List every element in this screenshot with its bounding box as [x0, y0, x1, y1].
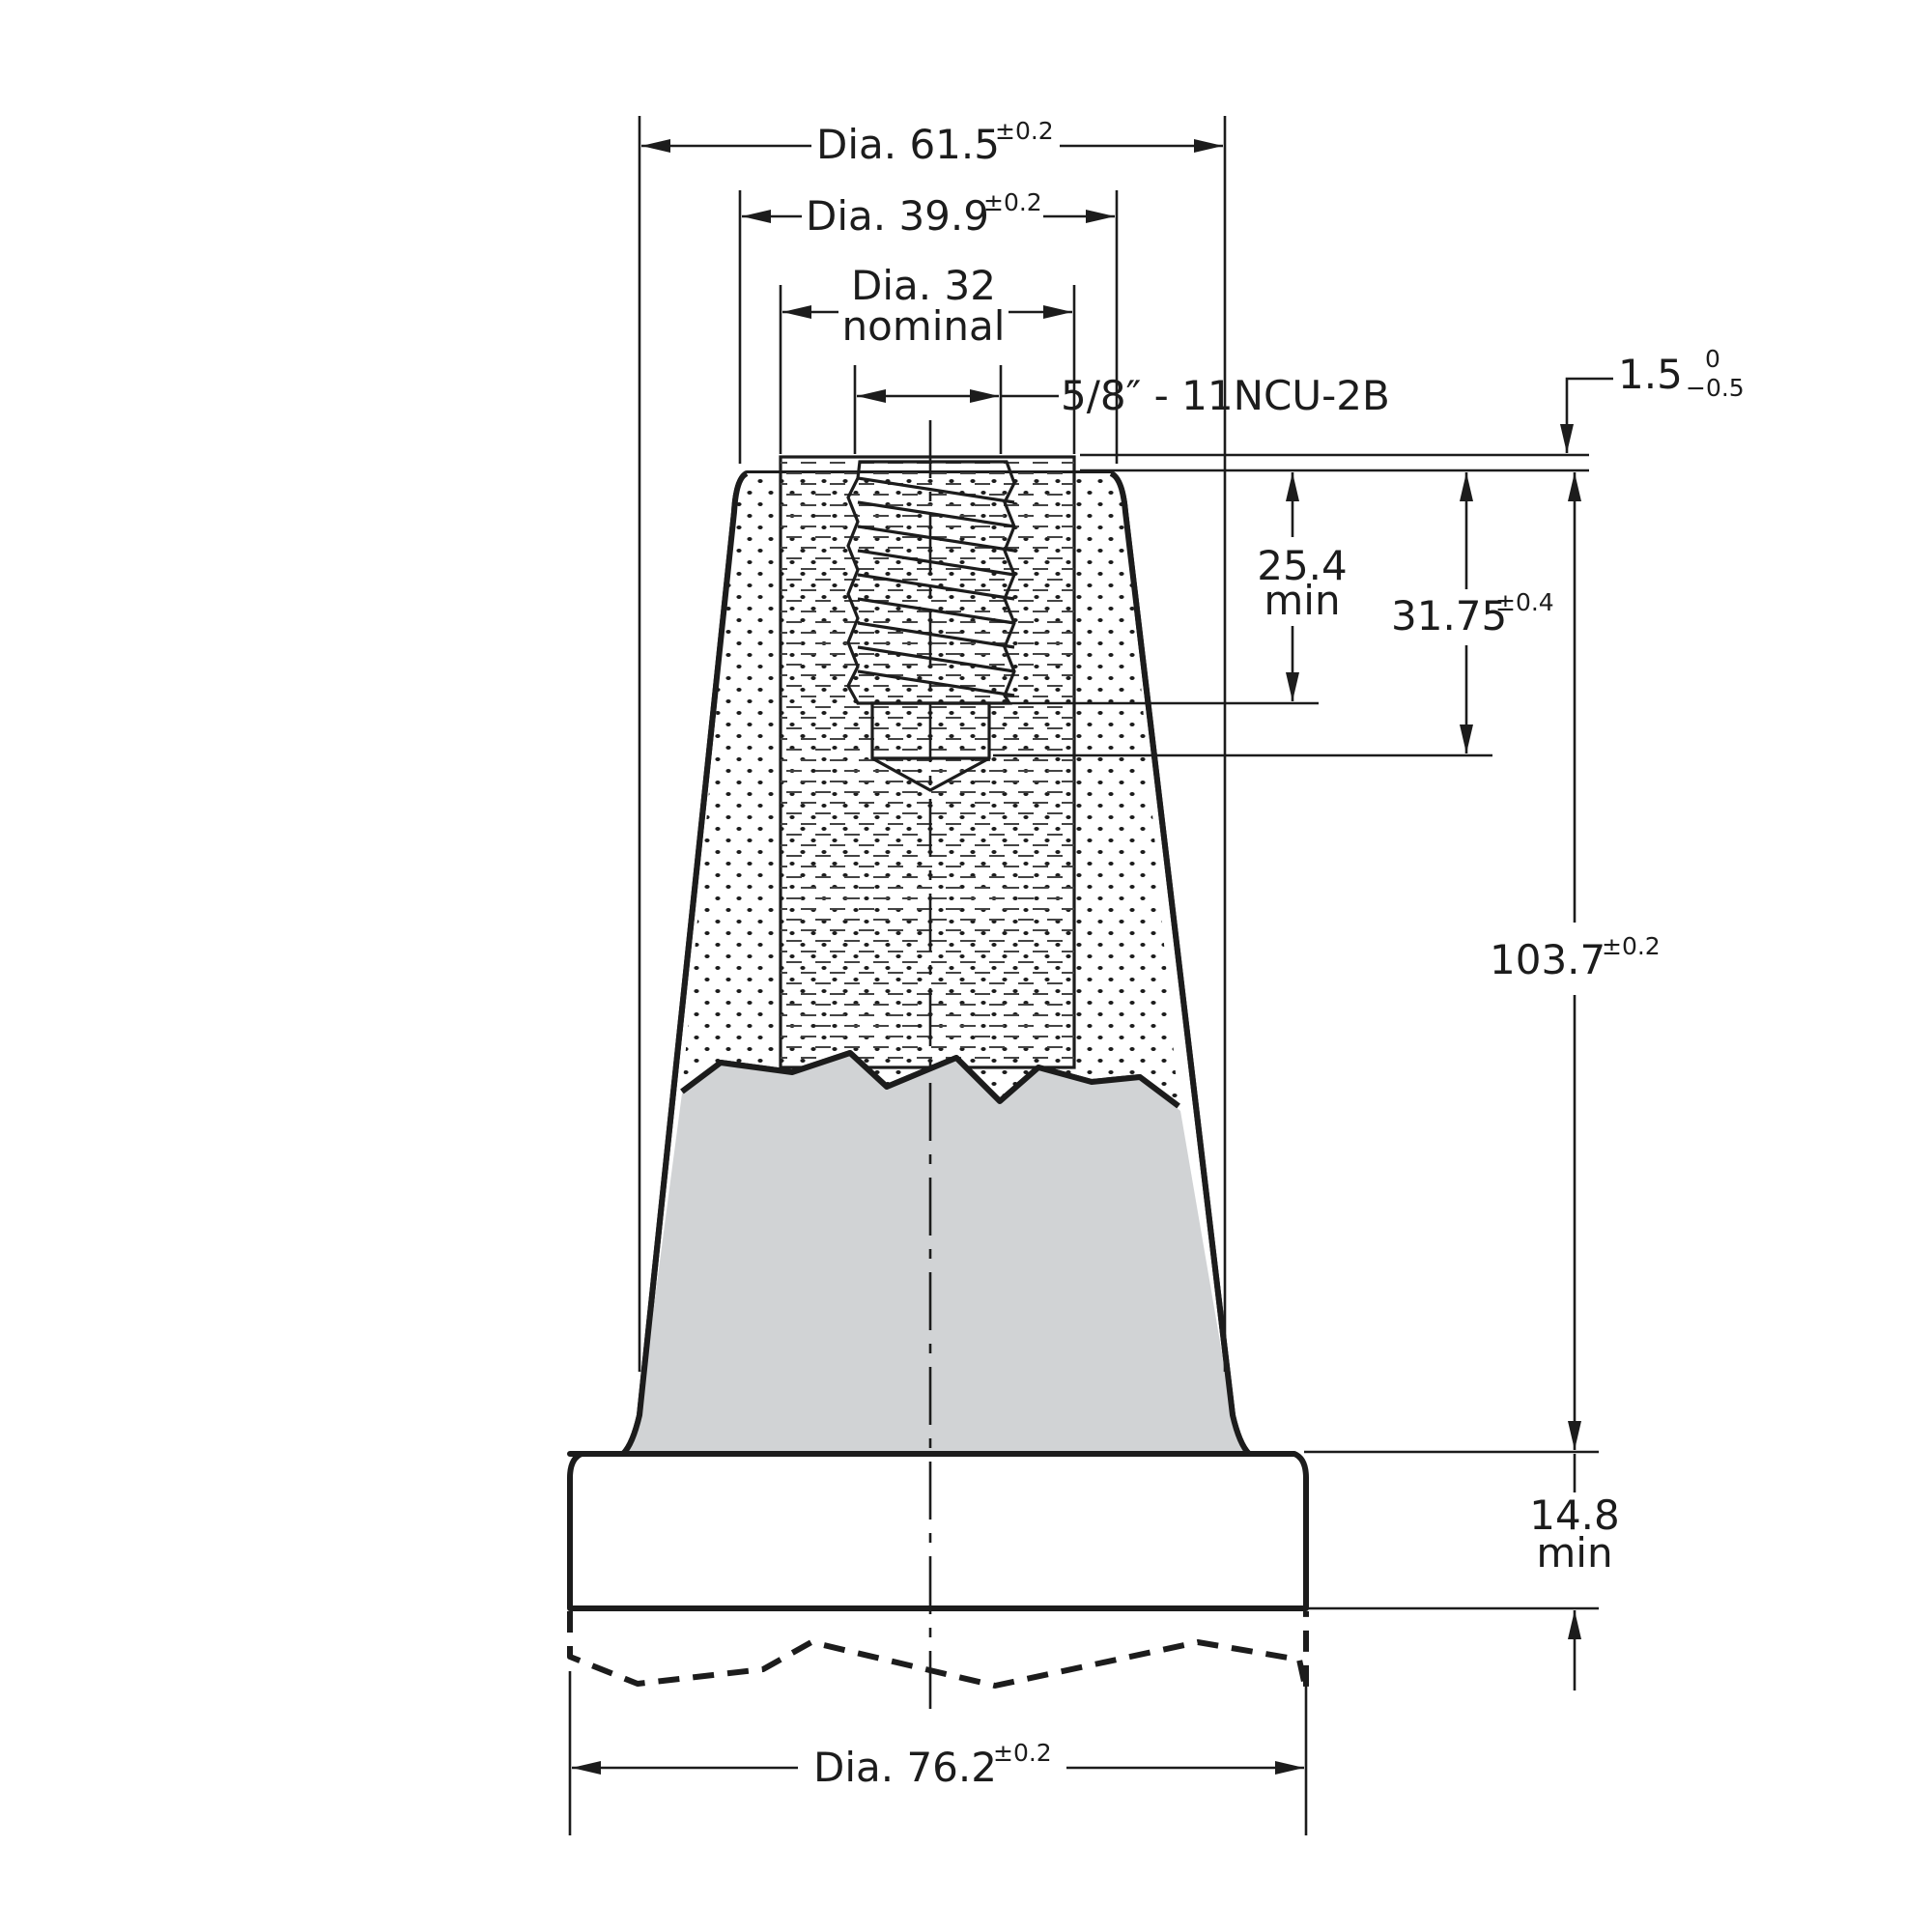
- dia-61-5-tol: ±0.2: [995, 117, 1054, 145]
- dimension-dia-76-2: Dia. 76.2 ±0.2: [568, 1671, 1308, 1835]
- base: [567, 1451, 1309, 1693]
- thread-depth-label2: min: [1264, 577, 1340, 624]
- dia-76-2-label: Dia. 76.2: [813, 1744, 997, 1791]
- dimension-dia-32: Dia. 32 nominal: [779, 262, 1076, 454]
- base-height-label2: min: [1536, 1529, 1612, 1577]
- base-height-label: 14.8: [1529, 1492, 1620, 1539]
- recess-tol-upper: 0: [1705, 345, 1720, 373]
- total-height-tol: ±0.2: [1602, 932, 1661, 960]
- recess-label: 1.5: [1618, 351, 1683, 398]
- dimension-1-5: 1.5 0 −0.5: [1080, 345, 1745, 472]
- cone-body: [620, 455, 1252, 1457]
- bore-depth-label: 31.75: [1391, 592, 1507, 639]
- dia-39-9-tol: ±0.2: [983, 188, 1042, 216]
- dia-32-label: Dia. 32: [851, 262, 996, 309]
- dia-61-5-label: Dia. 61.5: [816, 121, 1000, 168]
- thread-label: 5/8″ - 11NCU-2B: [1061, 372, 1390, 419]
- bore-depth-tol: ±0.4: [1495, 588, 1554, 616]
- dimension-31-75: 31.75 ±0.4: [993, 472, 1554, 757]
- dimension-dia-39-9: Dia. 39.9 ±0.2: [738, 188, 1119, 464]
- dimension-103-7: 103.7 ±0.2: [1304, 472, 1661, 1454]
- base-break-dashed: [567, 1611, 1309, 1693]
- dimension-thread: 5/8″ - 11NCU-2B: [853, 365, 1390, 454]
- dia-39-9-label: Dia. 39.9: [806, 192, 989, 240]
- dimension-dia-61-5: Dia. 61.5 ±0.2: [638, 116, 1227, 1372]
- dimension-25-4: 25.4 min: [993, 472, 1348, 705]
- dia-76-2-tol: ±0.2: [993, 1739, 1052, 1767]
- recess-tol-lower: −0.5: [1686, 374, 1745, 402]
- drill-point: [870, 701, 991, 792]
- dimension-14-8: 14.8 min: [1304, 1454, 1620, 1690]
- total-height-label: 103.7: [1490, 936, 1605, 983]
- dia-32-label2: nominal: [842, 302, 1006, 350]
- thread-depth-label: 25.4: [1257, 542, 1348, 589]
